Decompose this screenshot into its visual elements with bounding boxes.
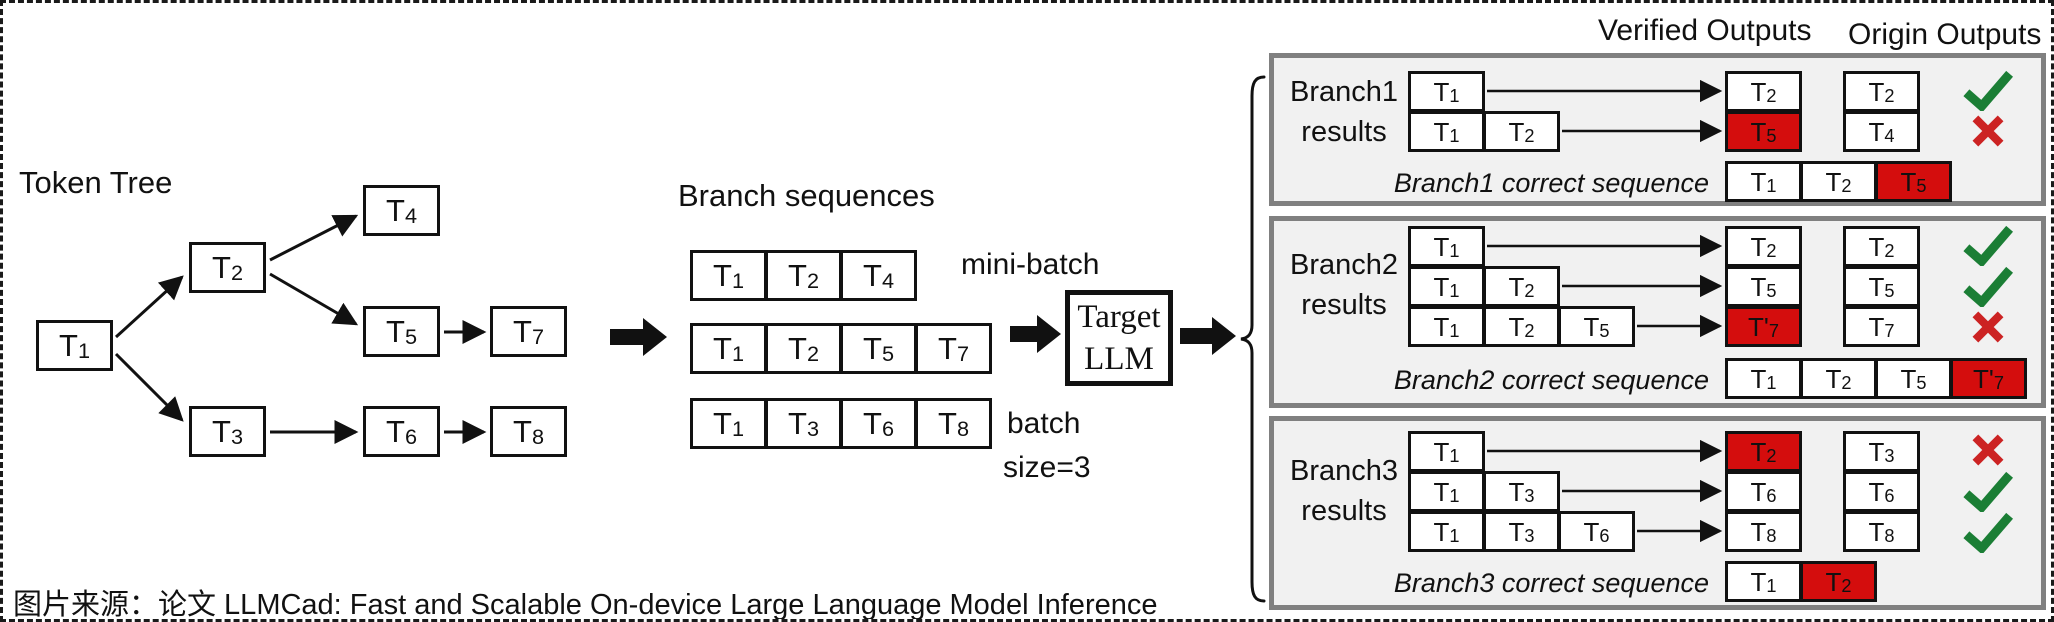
branch1-label: Branch1 results (1289, 76, 1398, 148)
target-llm-line1: Target (1077, 299, 1161, 335)
status-icon (1956, 69, 2020, 111)
branch2-verified-cell: T'7 (1725, 306, 1802, 347)
status-icon (1956, 224, 2020, 266)
status-icon (1956, 306, 2020, 347)
branch2-correct-cell: T'7 (1950, 358, 2027, 399)
branch2-label: Branch2 results (1289, 249, 1398, 321)
branch3-correct-label: Branch3 correct sequence (1393, 568, 1709, 598)
mini-batch-label: mini-batch (961, 248, 1100, 281)
token-tree-title: Token Tree (19, 165, 173, 200)
status-icon (1956, 265, 2020, 307)
image-source-caption: 图片来源：论文 LLMCad: Fast and Scalable On-dev… (13, 589, 1158, 621)
branch1-correct-label: Branch1 correct sequence (1393, 168, 1709, 198)
flow-arrow-1 (610, 318, 667, 356)
verified-outputs-header: Verified Outputs (1598, 14, 1812, 47)
origin-outputs-header: Origin Outputs (1848, 18, 2042, 51)
target-llm-box: Target LLM (1065, 290, 1173, 386)
brace (1240, 75, 1266, 603)
branch3-label: Branch3 results (1289, 455, 1398, 527)
status-icon (1956, 110, 2020, 151)
flow-arrow-3 (1180, 317, 1236, 355)
branch2-correct-label: Branch2 correct sequence (1393, 365, 1709, 395)
batch-label: batch (1007, 407, 1081, 440)
status-icon (1956, 511, 2020, 553)
target-llm-line2: LLM (1084, 341, 1154, 377)
branch-sequences-title: Branch sequences (678, 178, 935, 213)
status-icon (1956, 470, 2020, 512)
batch-size-label: size=3 (1003, 451, 1091, 484)
status-icon (1956, 429, 2020, 470)
flow-arrow-2 (1010, 315, 1061, 353)
